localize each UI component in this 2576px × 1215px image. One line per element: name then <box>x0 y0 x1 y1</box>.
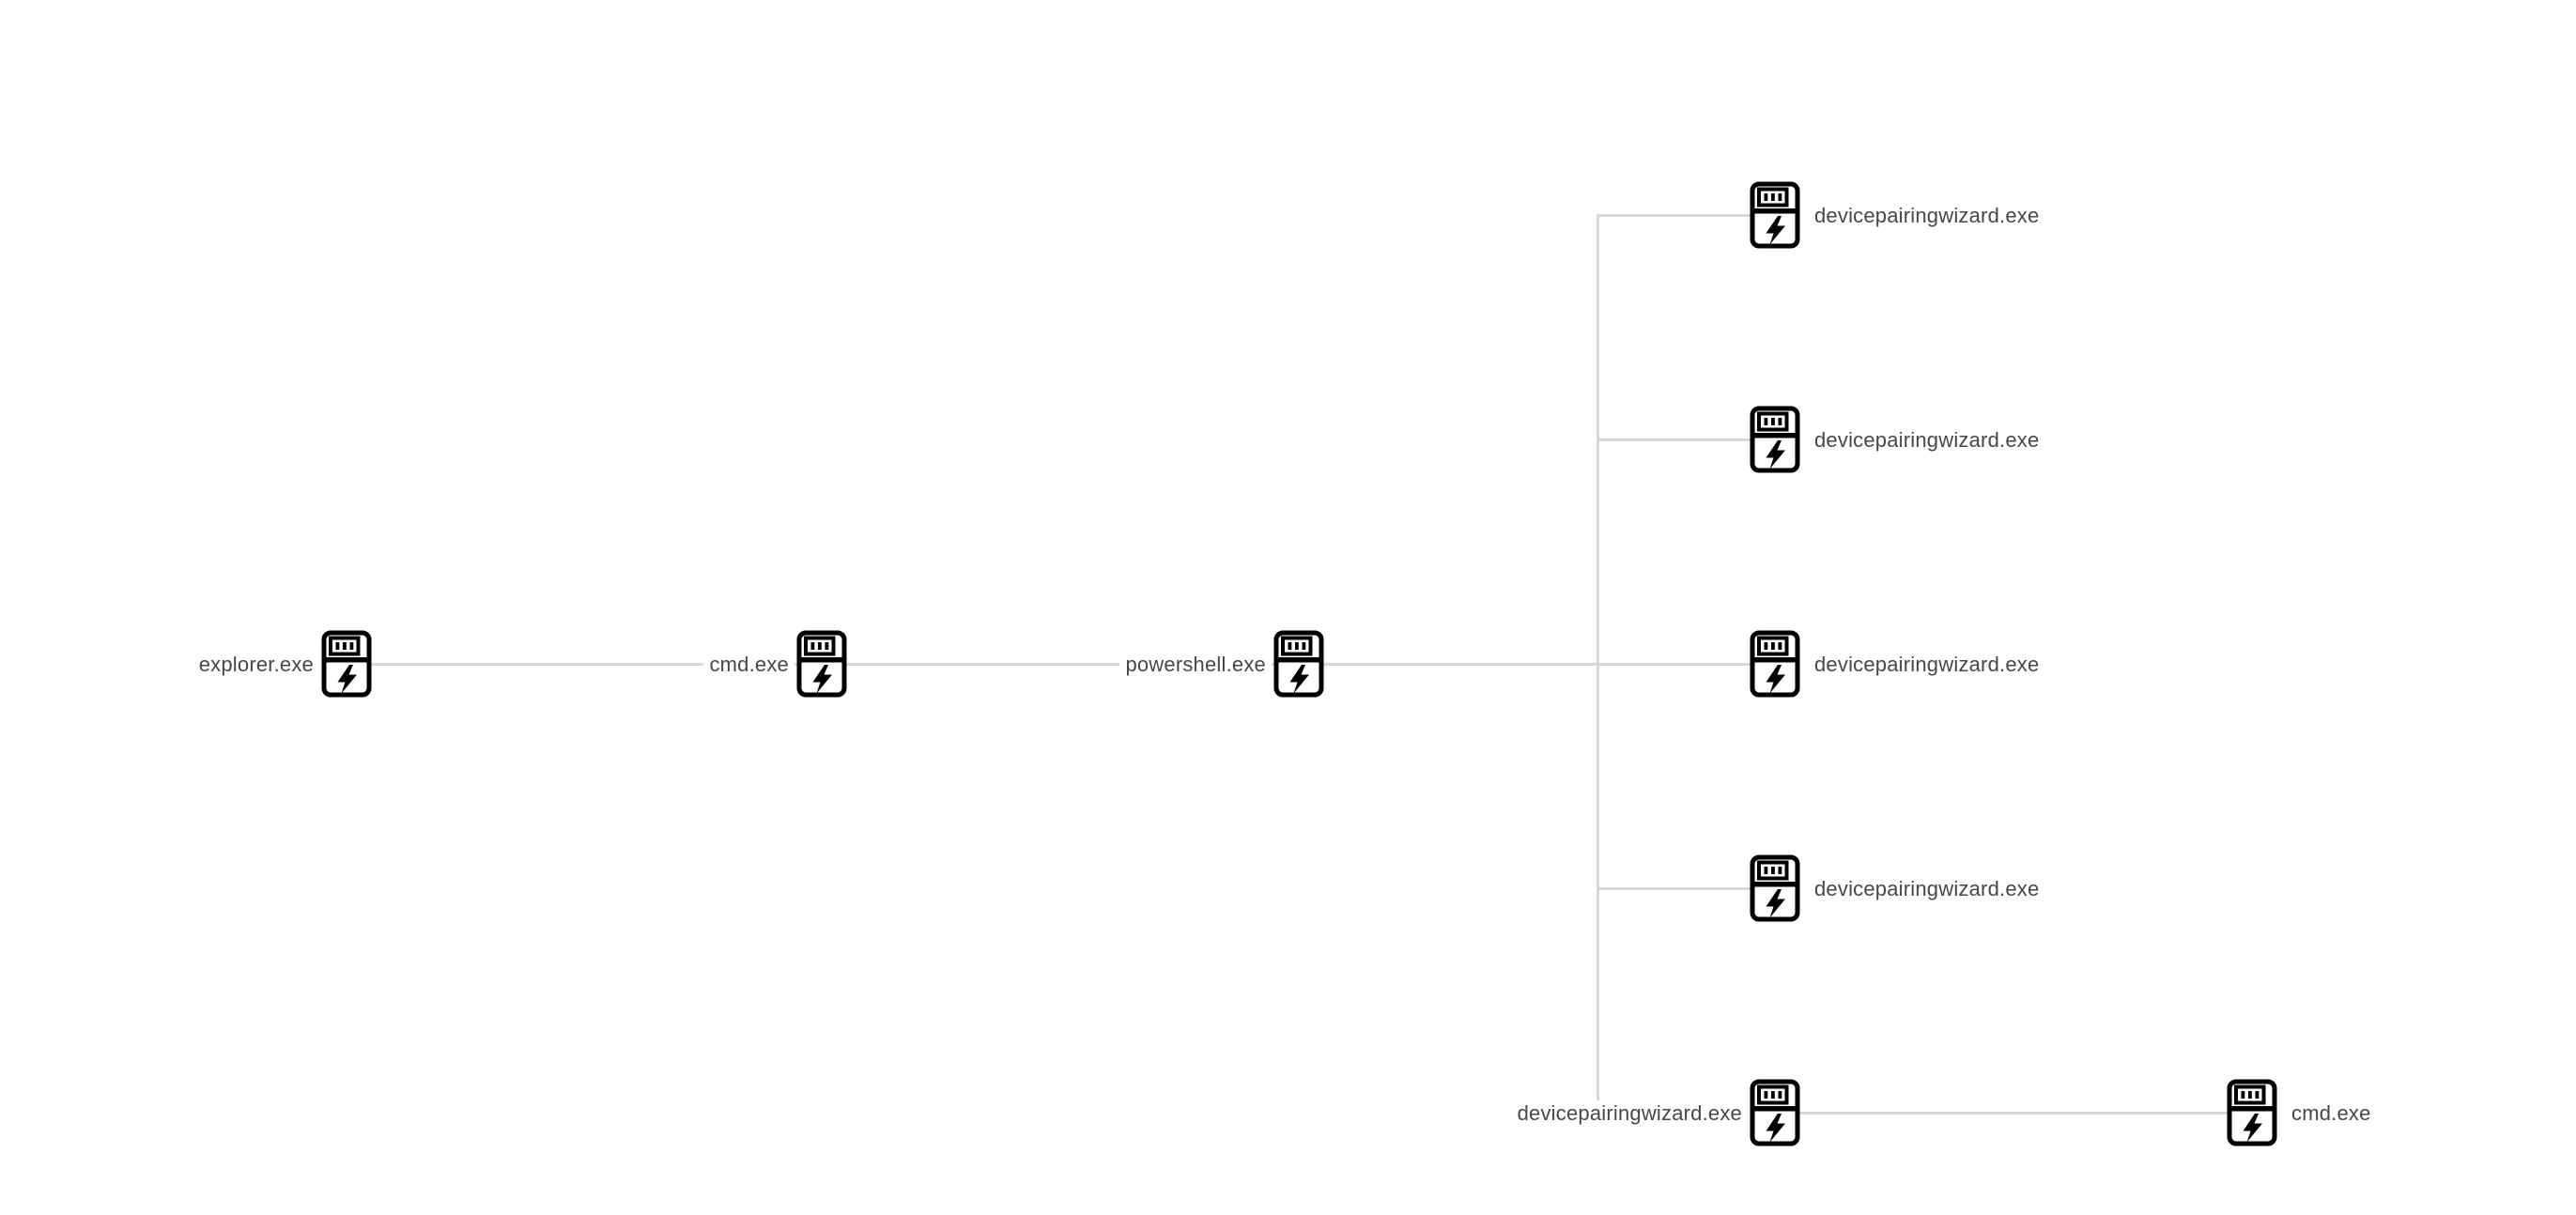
process-lightning-icon <box>1750 854 1800 922</box>
node-explorer-exe[interactable] <box>321 630 372 698</box>
edge-powershell-devicepairingwizard-4 <box>1597 887 1776 890</box>
edge-powershell-devicepairingwizard-1 <box>1597 214 1776 217</box>
node-devicepairingwizard-exe-3[interactable] <box>1750 630 1800 698</box>
process-lightning-icon <box>1750 630 1800 698</box>
process-lightning-icon <box>796 630 847 698</box>
node-cmd-exe-2-label: cmd.exe <box>2286 1100 2377 1128</box>
node-devicepairingwizard-1-label: devicepairingwizard.exe <box>1809 202 2045 230</box>
process-lightning-icon <box>1750 181 1800 249</box>
node-powershell-exe[interactable] <box>1273 630 1324 698</box>
node-explorer-exe-label: explorer.exe <box>193 651 319 679</box>
node-cmd-exe[interactable] <box>796 630 847 698</box>
process-lightning-icon <box>1750 1079 1800 1146</box>
process-lightning-icon <box>1273 630 1324 698</box>
node-devicepairingwizard-exe-1[interactable] <box>1750 181 1800 249</box>
edge-powershell-devicepairingwizard-2 <box>1597 438 1776 441</box>
process-lightning-icon <box>321 630 372 698</box>
process-lightning-icon <box>1750 406 1800 473</box>
edge-devicepairingwizard-5-cmd-2 <box>1775 1112 2252 1115</box>
node-devicepairingwizard-exe-2[interactable] <box>1750 406 1800 473</box>
node-devicepairingwizard-5-label: devicepairingwizard.exe <box>1511 1100 1748 1128</box>
node-powershell-exe-label: powershell.exe <box>1119 651 1272 679</box>
node-cmd-exe-2[interactable] <box>2227 1079 2277 1146</box>
node-devicepairingwizard-3-label: devicepairingwizard.exe <box>1809 651 2045 679</box>
process-lightning-icon <box>2227 1079 2277 1146</box>
node-devicepairingwizard-exe-5[interactable] <box>1750 1079 1800 1146</box>
edge-explorer-cmd-powershell-chain <box>357 663 1775 666</box>
node-devicepairingwizard-4-label: devicepairingwizard.exe <box>1809 875 2045 903</box>
edge-branch-trunk <box>1597 214 1599 1102</box>
node-devicepairingwizard-2-label: devicepairingwizard.exe <box>1809 426 2045 454</box>
node-cmd-exe-label: cmd.exe <box>703 651 794 679</box>
node-devicepairingwizard-exe-4[interactable] <box>1750 854 1800 922</box>
